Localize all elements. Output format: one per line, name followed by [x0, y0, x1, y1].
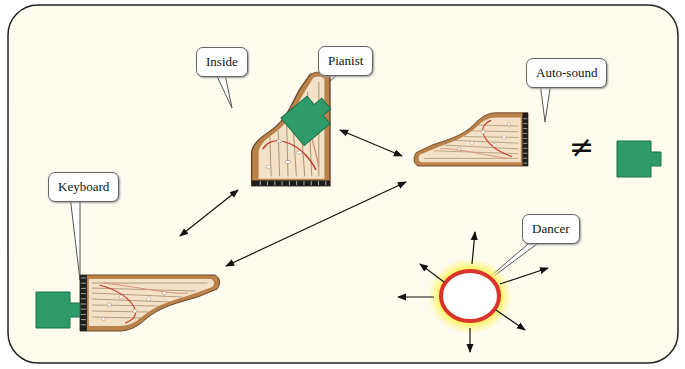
callout-text: Inside — [206, 54, 238, 70]
piano-arrows — [180, 130, 406, 266]
player-figure — [36, 292, 80, 328]
callout-text: Auto-sound — [536, 65, 597, 81]
callout-box: Dancer — [522, 214, 580, 244]
callout-box: Keyboard — [48, 172, 119, 202]
piano-auto-sound — [414, 113, 528, 166]
person-figure — [617, 141, 661, 177]
pianist-figure — [281, 90, 338, 146]
piano-keyboard — [80, 275, 220, 331]
callout-text: Pianist — [328, 53, 363, 69]
callout-box: Pianist — [318, 46, 373, 76]
not-equal-sign: ≠ — [569, 132, 594, 162]
callout-text: Keyboard — [58, 179, 109, 195]
callout-box: Auto-sound — [526, 58, 607, 88]
callout-text: Dancer — [532, 221, 570, 237]
callout-box: Inside — [196, 47, 248, 77]
frame — [8, 5, 678, 363]
dancer-figure — [398, 232, 548, 352]
